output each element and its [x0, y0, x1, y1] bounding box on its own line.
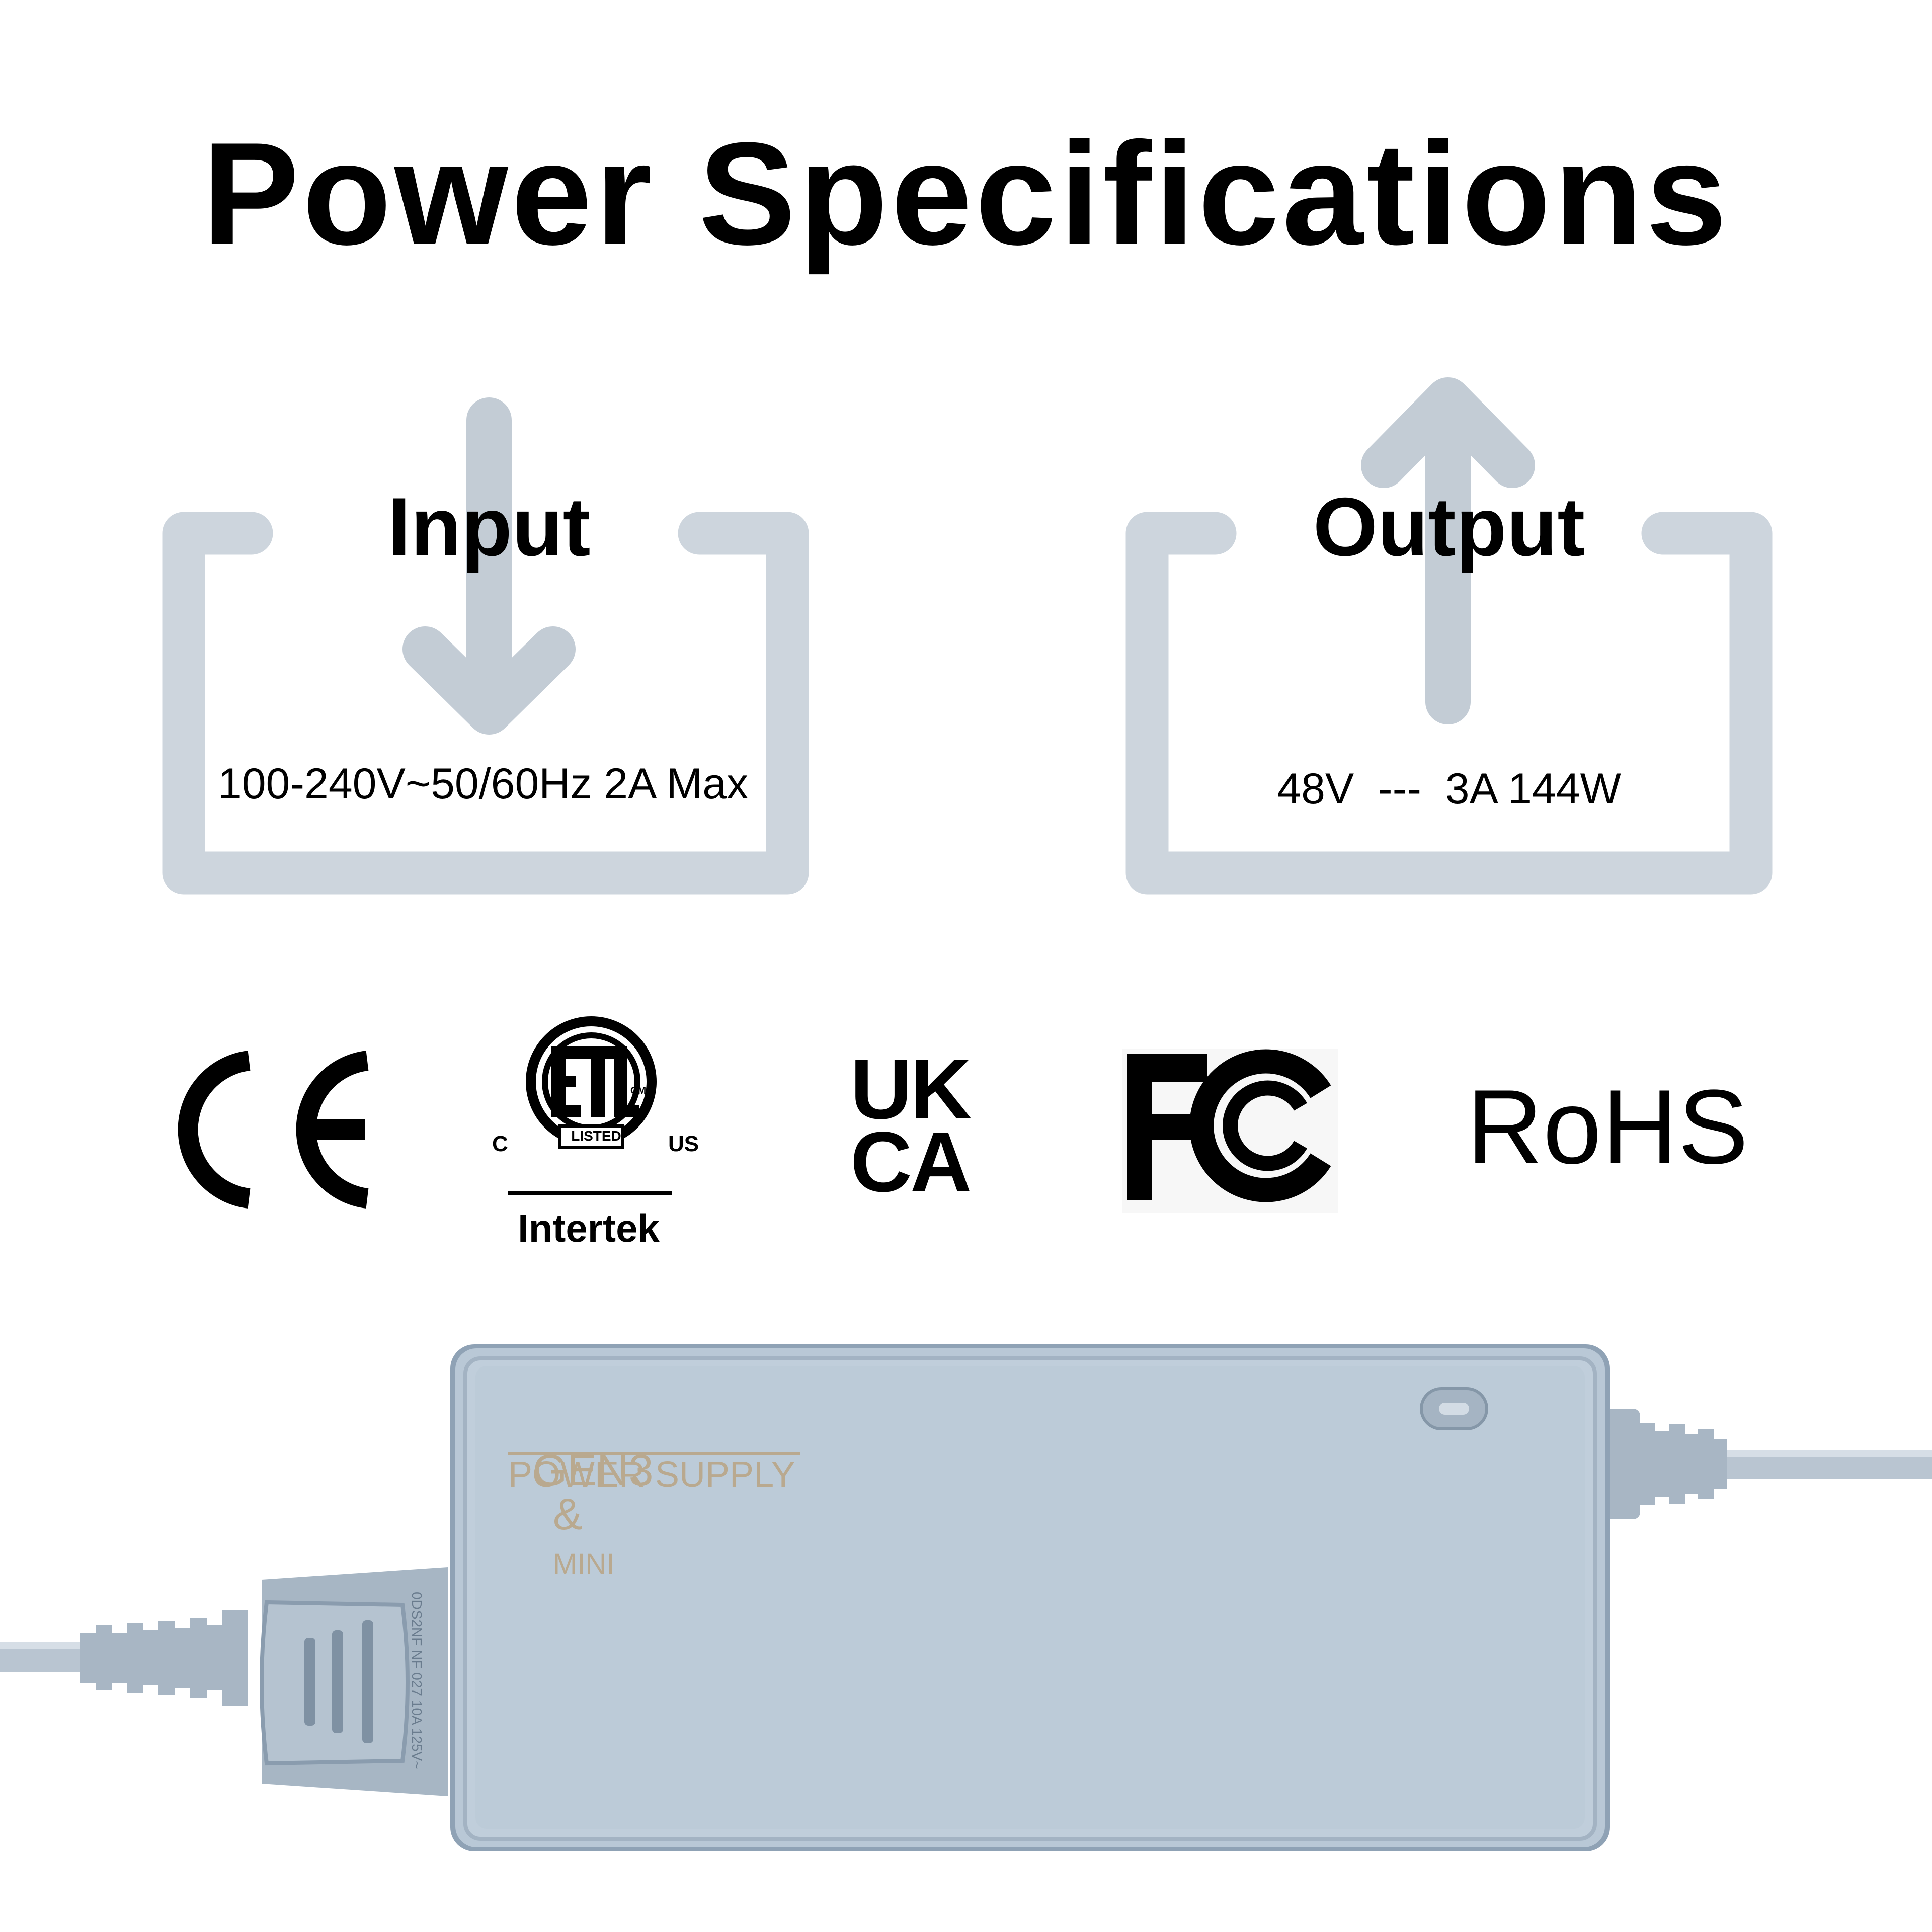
ukca-line2: CA — [850, 1114, 972, 1210]
etl-divider — [508, 1191, 672, 1195]
input-value: 100-240V~50/60Hz 2A Max — [217, 760, 749, 808]
ce-mark-icon — [178, 1051, 369, 1209]
rohs-text: RoHS — [1467, 1068, 1749, 1186]
etl-us-text: US — [668, 1132, 699, 1156]
input-label: Input — [387, 480, 591, 573]
etl-listed-text: LISTED — [571, 1128, 621, 1144]
etl-mark-icon — [526, 1016, 657, 1149]
etl-c-text: C — [492, 1132, 508, 1156]
fcc-mark-icon — [1122, 1049, 1338, 1213]
device-brand-line1: GEN3 & MINI — [532, 1445, 654, 1580]
etl-cm-text: CM — [630, 1085, 647, 1096]
device-brand-line2: POWER SUPPLY — [508, 1455, 795, 1495]
output-label: Output — [1313, 480, 1585, 573]
output-value: 48V --- 3A 144W — [1277, 765, 1621, 813]
device-brand-underline — [508, 1452, 800, 1455]
ukca-line1: UK — [850, 1041, 972, 1137]
page-title: Power Specifications — [202, 112, 1730, 275]
etl-brand-text: Intertek — [518, 1206, 660, 1250]
plug-rating-text: 0DS2NF NF 027 10A 125V~ — [409, 1592, 425, 1769]
